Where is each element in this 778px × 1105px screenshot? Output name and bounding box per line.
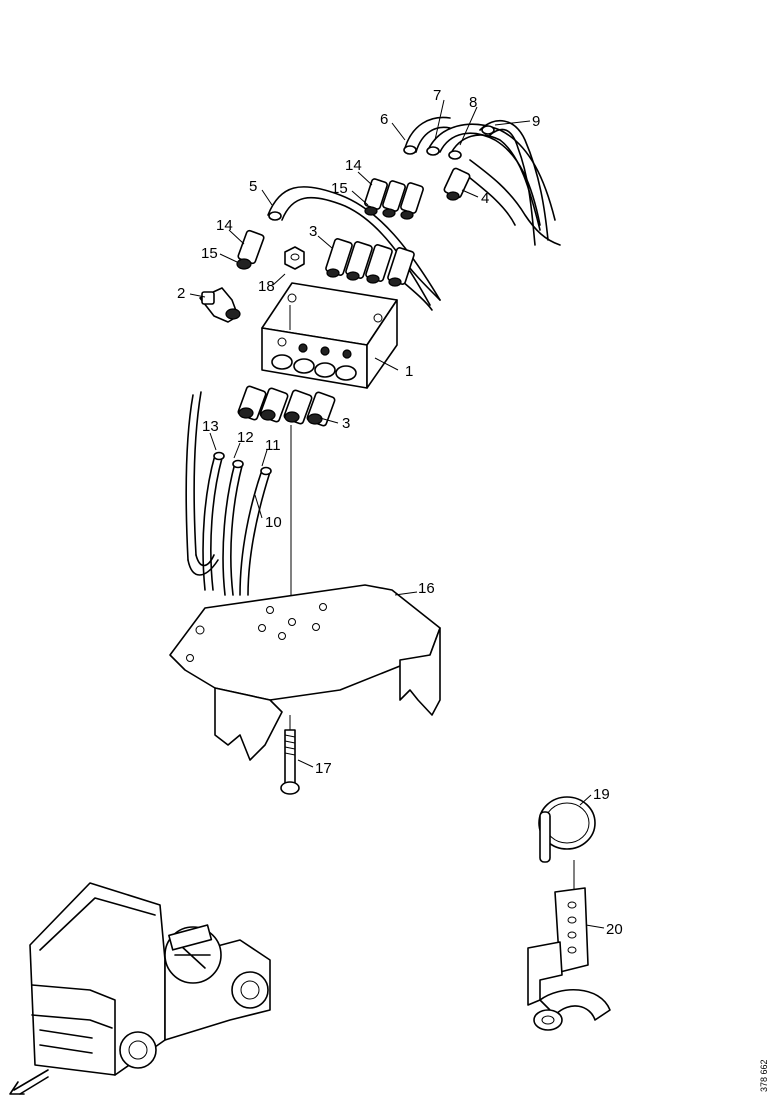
fitting-group-3-lower (237, 385, 336, 427)
hose-9 (479, 119, 549, 246)
callout-3-lower: 3 (342, 415, 350, 432)
hose-6 (403, 116, 451, 155)
callout-11: 11 (265, 437, 281, 454)
callout-9: 9 (532, 113, 540, 130)
fitting-group-3-upper (325, 238, 415, 287)
callout-14-left: 14 (216, 217, 233, 234)
hoses-10-13 (185, 391, 272, 596)
callout-12: 12 (237, 429, 254, 446)
nut-18 (284, 246, 305, 270)
hose-8 (448, 134, 541, 231)
callout-15-upper: 15 (331, 180, 348, 197)
callout-20: 20 (606, 921, 623, 938)
callout-19: 19 (593, 786, 610, 803)
callout-labels: 1 2 3 3 4 5 6 7 8 9 10 11 12 13 14 14 15… (177, 87, 623, 938)
truck-location-view (29, 882, 271, 1076)
drawing-reference-number: 378 662 (759, 1059, 769, 1092)
fitting-group-14-15-upper (364, 178, 424, 220)
callout-6: 6 (380, 111, 388, 128)
callout-14-upper: 14 (345, 157, 362, 174)
bracket-20 (527, 887, 611, 1031)
callout-7: 7 (433, 87, 441, 104)
fitting-group-14-15-left (236, 229, 265, 270)
callout-2: 2 (177, 285, 185, 302)
bolt-17 (280, 729, 300, 795)
callout-16: 16 (418, 580, 435, 597)
hose-7 (426, 123, 556, 226)
elbow-fitting-2 (199, 287, 241, 323)
callout-1: 1 (405, 363, 413, 380)
callout-10: 10 (265, 514, 282, 531)
callout-4: 4 (481, 190, 489, 207)
hose-bundle-right (459, 159, 561, 246)
callout-17: 17 (315, 760, 332, 777)
leader-lines (189, 99, 605, 929)
callout-3-upper: 3 (309, 223, 317, 240)
callout-8: 8 (469, 94, 477, 111)
callout-5: 5 (249, 178, 257, 195)
callout-13: 13 (202, 418, 219, 435)
callout-15-left: 15 (201, 245, 218, 262)
direction-arrow-icon (9, 1069, 49, 1095)
mounting-plate-16 (169, 584, 441, 761)
block-lower-ports (271, 354, 357, 381)
callout-18: 18 (258, 278, 275, 295)
fitting-4 (443, 167, 471, 201)
clamp-19 (538, 796, 596, 863)
